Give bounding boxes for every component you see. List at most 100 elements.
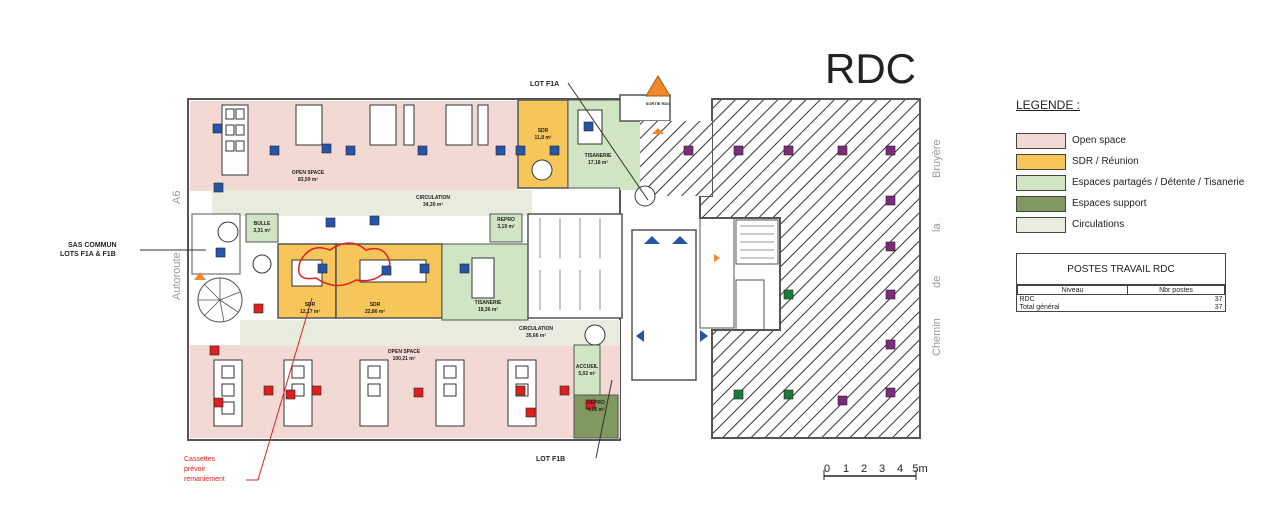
- blue-marker: [269, 145, 280, 156]
- zone-accueil: [573, 344, 601, 396]
- zone-bulle: [245, 213, 279, 243]
- blue-marker: [381, 265, 392, 276]
- label-sdr-small: SDR: [538, 128, 549, 134]
- purple-marker: [885, 241, 896, 252]
- legend-item: Open space: [1016, 130, 1276, 151]
- purple-marker: [885, 195, 896, 206]
- blue-marker: [345, 145, 356, 156]
- label-circulation-2: CIRCULATION: [519, 326, 553, 332]
- scale-tick-label: 2: [861, 463, 867, 475]
- legend-label: Espaces support: [1072, 198, 1147, 209]
- blue-marker: [369, 215, 380, 226]
- scale-bar: [823, 470, 917, 480]
- blue-marker: [419, 263, 430, 274]
- label-circulation-2-area: 35,66 m²: [526, 333, 546, 339]
- postes-row: Total général 37: [1018, 303, 1225, 311]
- label-open-space-top: OPEN SPACE: [292, 170, 325, 176]
- green-marker: [783, 289, 794, 300]
- callout-cassettes-1: Cassettes: [184, 456, 216, 463]
- postes-grid: Niveau Nbr postes RDC 37 Total général 3…: [1016, 285, 1225, 311]
- label-tisanerie-top: TISANERIE: [585, 153, 612, 159]
- legend-item: Espaces partagés / Détente / Tisanerie: [1016, 172, 1276, 193]
- label-repro-top-area: 3,19 m²: [497, 224, 515, 230]
- zone-repro-top: [489, 213, 523, 243]
- red-marker: [525, 407, 536, 418]
- legend-swatch: [1016, 174, 1066, 191]
- callout-sas-1: SAS COMMUN: [68, 242, 117, 249]
- red-marker: [413, 387, 424, 398]
- legend-swatch: [1016, 195, 1066, 212]
- exit-triangle: [645, 75, 671, 97]
- callout-lot-f1a: LOT F1A: [530, 81, 559, 88]
- scale-tick-label: 3: [879, 463, 885, 475]
- scale-tick-label: 0: [824, 463, 830, 475]
- label-sdr-a-area: 12,17 m²: [300, 309, 320, 315]
- street-a6: A6: [171, 191, 183, 204]
- zone-open-space-bottom: [190, 345, 620, 438]
- legend-item: Circulations: [1016, 214, 1276, 235]
- lot-f1a-leader: [567, 82, 649, 201]
- green-marker: [783, 389, 794, 400]
- callout-lot-f1b: LOT F1B: [536, 456, 565, 463]
- plan-title: RDC: [825, 45, 916, 92]
- label-accueil: ACCUEIL: [576, 364, 598, 370]
- blue-marker: [495, 145, 506, 156]
- label-accueil-area: 5,02 m²: [578, 371, 596, 377]
- blue-marker: [549, 145, 560, 156]
- lot-f1b-leader: [595, 379, 613, 459]
- postes-niveau: Total général: [1019, 303, 1060, 311]
- blue-marker: [583, 121, 594, 132]
- label-repro-top: REPRO: [497, 217, 515, 223]
- label-bulle: BULLE: [254, 221, 271, 227]
- blue-marker: [317, 263, 328, 274]
- zone-circulation-1: [212, 190, 532, 216]
- red-marker: [559, 385, 570, 396]
- zone-sanitary: [527, 213, 623, 319]
- red-marker: [209, 345, 220, 356]
- red-marker: [253, 303, 264, 314]
- red-marker: [285, 389, 296, 400]
- postes-nbr: 37: [1214, 295, 1223, 303]
- blue-marker: [212, 123, 223, 134]
- label-open-space-bottom: OPEN SPACE: [388, 349, 421, 355]
- label-circulation-1: CIRCULATION: [416, 195, 450, 201]
- label-sdr-a: SDR: [305, 302, 316, 308]
- label-tisanerie-bottom: TISANERIE: [475, 300, 502, 306]
- purple-marker: [885, 339, 896, 350]
- label-tisanerie-top-area: 17,18 m²: [588, 160, 608, 166]
- red-marker: [515, 385, 526, 396]
- purple-marker: [683, 145, 694, 156]
- street-chemin: Chemin: [931, 318, 943, 356]
- legend-label: Circulations: [1072, 219, 1125, 230]
- red-marker: [263, 385, 274, 396]
- street-de: de: [931, 276, 943, 288]
- legend-title: LEGENDE :: [1016, 98, 1081, 112]
- zone-repro-bottom: [573, 394, 619, 439]
- legend-label: Espaces partagés / Détente / Tisanerie: [1072, 177, 1245, 188]
- label-open-space-top-area: 83,59 m²: [298, 177, 318, 183]
- purple-marker: [885, 387, 896, 398]
- postes-header-niveau: Niveau: [1016, 285, 1129, 295]
- postes-row: RDC 37: [1018, 295, 1225, 304]
- blue-marker: [459, 263, 470, 274]
- legend-label: Open space: [1072, 135, 1126, 146]
- postes-niveau: RDC: [1019, 295, 1035, 303]
- purple-marker: [885, 289, 896, 300]
- blue-marker: [321, 143, 332, 154]
- street-la: la: [931, 223, 943, 232]
- markers-layer: [209, 121, 896, 418]
- purple-marker: [783, 145, 794, 156]
- scale-tick-label: 4: [897, 463, 903, 475]
- postes-header-nbr: Nbr postes: [1127, 285, 1225, 295]
- postes-title: POSTES TRAVAIL RDC: [1017, 254, 1225, 285]
- label-repro-bottom-area: 4,16 m²: [587, 407, 605, 413]
- label-repro-bottom: REPRO: [587, 400, 605, 406]
- red-marker: [585, 399, 596, 410]
- purple-marker: [837, 395, 848, 406]
- street-bruyere: Bruyère: [931, 139, 943, 178]
- label-circulation-1-area: 34,30 m²: [423, 202, 443, 208]
- legend-swatch: [1016, 153, 1066, 170]
- purple-marker: [733, 145, 744, 156]
